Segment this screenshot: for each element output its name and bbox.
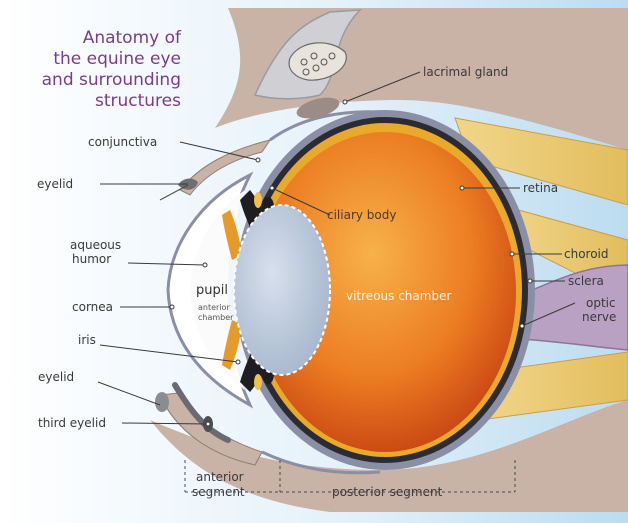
label-optic-nerve-2: nerve: [582, 310, 616, 324]
label-optic-nerve-1: optic: [586, 296, 616, 310]
title-line-2: the equine eye: [42, 49, 181, 70]
label-aqueous-humor-2: humor: [72, 252, 111, 266]
label-choroid: choroid: [564, 247, 609, 261]
label-pupil: pupil: [196, 284, 228, 298]
lens: [234, 205, 330, 375]
label-iris: iris: [78, 333, 96, 347]
label-conjunctiva: conjunctiva: [88, 135, 157, 149]
label-eyelid-upper: eyelid: [37, 177, 73, 191]
title-line-4: structures: [42, 91, 181, 112]
diagram-title: Anatomy of the equine eye and surroundin…: [42, 28, 181, 112]
label-anterior-chamber-1: anterior: [198, 303, 230, 312]
label-third-eyelid: third eyelid: [38, 416, 106, 430]
label-vitreous-chamber: vitreous chamber: [346, 289, 451, 303]
lower-eyelid-lashes: [155, 392, 169, 412]
label-anterior-segment-1: anterior: [196, 470, 244, 484]
label-sclera: sclera: [568, 274, 604, 288]
title-line-3: and surrounding: [42, 70, 181, 91]
label-retina: retina: [523, 181, 558, 195]
label-ciliary-body: ciliary body: [327, 208, 396, 222]
label-eyelid-lower: eyelid: [38, 370, 74, 384]
label-anterior-segment-2: segment: [192, 485, 245, 499]
label-anterior-chamber-2: chamber: [198, 313, 233, 322]
label-cornea: cornea: [72, 300, 113, 314]
title-line-1: Anatomy of: [42, 28, 181, 49]
label-posterior-segment: posterior segment: [332, 485, 442, 499]
label-aqueous-humor-1: aqueous: [70, 238, 121, 252]
label-lacrimal-gland: lacrimal gland: [423, 65, 508, 79]
